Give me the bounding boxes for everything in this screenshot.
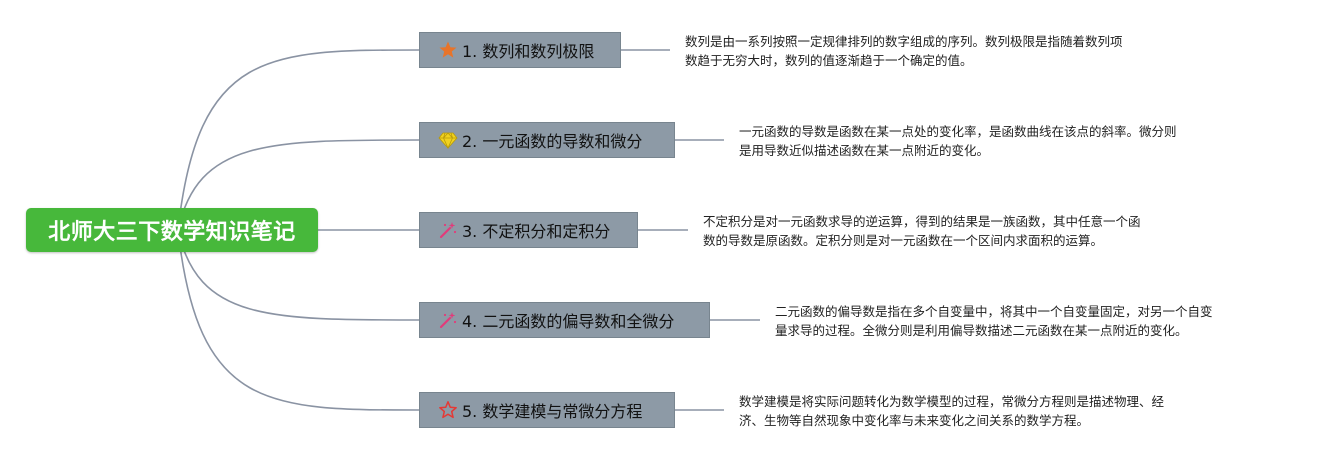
description-line: 一元函数的导数是函数在某一点处的变化率，是函数曲线在该点的斜率。微分则 — [739, 124, 1177, 139]
description-line: 量求导的过程。全微分则是利用偏导数描述二元函数在某一点附近的变化。 — [775, 323, 1188, 338]
topic-3[interactable]: 3. 不定积分和定积分 — [419, 212, 638, 248]
description-line: 济、生物等自然现象中变化率与未来变化之间关系的数学方程。 — [739, 413, 1090, 428]
topic-5-description: 数学建模是将实际问题转化为数学模型的过程，常微分方程则是描述物理、经 济、生物等… — [739, 392, 1164, 430]
topic-3-description: 不定积分是对一元函数求导的逆运算，得到的结果是一族函数，其中任意一个函 数的导数… — [703, 212, 1141, 250]
topic-4[interactable]: 4. 二元函数的偏导数和全微分 — [419, 302, 710, 338]
magic-wand-icon — [438, 310, 458, 330]
description-line: 数的导数是原函数。定积分则是对一元函数在一个区间内求面积的运算。 — [703, 233, 1104, 248]
root-to-topic-1-connector — [177, 49, 420, 231]
yellow-diamond-icon — [438, 130, 458, 150]
topic-2-label: 2. 一元函数的导数和微分 — [462, 132, 643, 151]
description-line: 数趋于无穷大时，数列的值逐渐趋于一个确定的值。 — [685, 53, 973, 68]
topic-4-description: 二元函数的偏导数是指在多个自变量中，将其中一个自变量固定，对另一个自变 量求导的… — [775, 302, 1213, 340]
description-line: 二元函数的偏导数是指在多个自变量中，将其中一个自变量固定，对另一个自变 — [775, 304, 1213, 319]
description-line: 数列是由一系列按照一定规律排列的数字组成的序列。数列极限是指随着数列项 — [685, 34, 1123, 49]
description-line: 数学建模是将实际问题转化为数学模型的过程，常微分方程则是描述物理、经 — [739, 394, 1165, 409]
topic-4-label: 4. 二元函数的偏导数和全微分 — [462, 312, 675, 331]
topic-1[interactable]: 1. 数列和数列极限 — [419, 32, 621, 68]
topic-2[interactable]: 2. 一元函数的导数和微分 — [419, 122, 675, 158]
root-to-topic-2-connector — [177, 139, 420, 231]
root-to-topic-4-connector — [177, 229, 420, 321]
topic-5[interactable]: 5. 数学建模与常微分方程 — [419, 392, 675, 428]
description-line: 是用导数近似描述函数在某一点附近的变化。 — [739, 143, 990, 158]
topic-2-description: 一元函数的导数是函数在某一点处的变化率，是函数曲线在该点的斜率。微分则 是用导数… — [739, 122, 1177, 160]
orange-star-icon — [438, 40, 458, 60]
root-topic[interactable]: 北师大三下数学知识笔记 — [26, 208, 318, 252]
red-outline-star-icon — [438, 400, 458, 420]
topic-5-label: 5. 数学建模与常微分方程 — [462, 402, 643, 421]
magic-wand-icon — [438, 220, 458, 240]
description-line: 不定积分是对一元函数求导的逆运算，得到的结果是一族函数，其中任意一个函 — [703, 214, 1141, 229]
root-to-topic-5-connector — [177, 229, 420, 411]
topic-3-label: 3. 不定积分和定积分 — [462, 222, 611, 241]
topic-1-label: 1. 数列和数列极限 — [462, 42, 595, 61]
topic-1-description: 数列是由一系列按照一定规律排列的数字组成的序列。数列极限是指随着数列项 数趋于无… — [685, 32, 1123, 70]
